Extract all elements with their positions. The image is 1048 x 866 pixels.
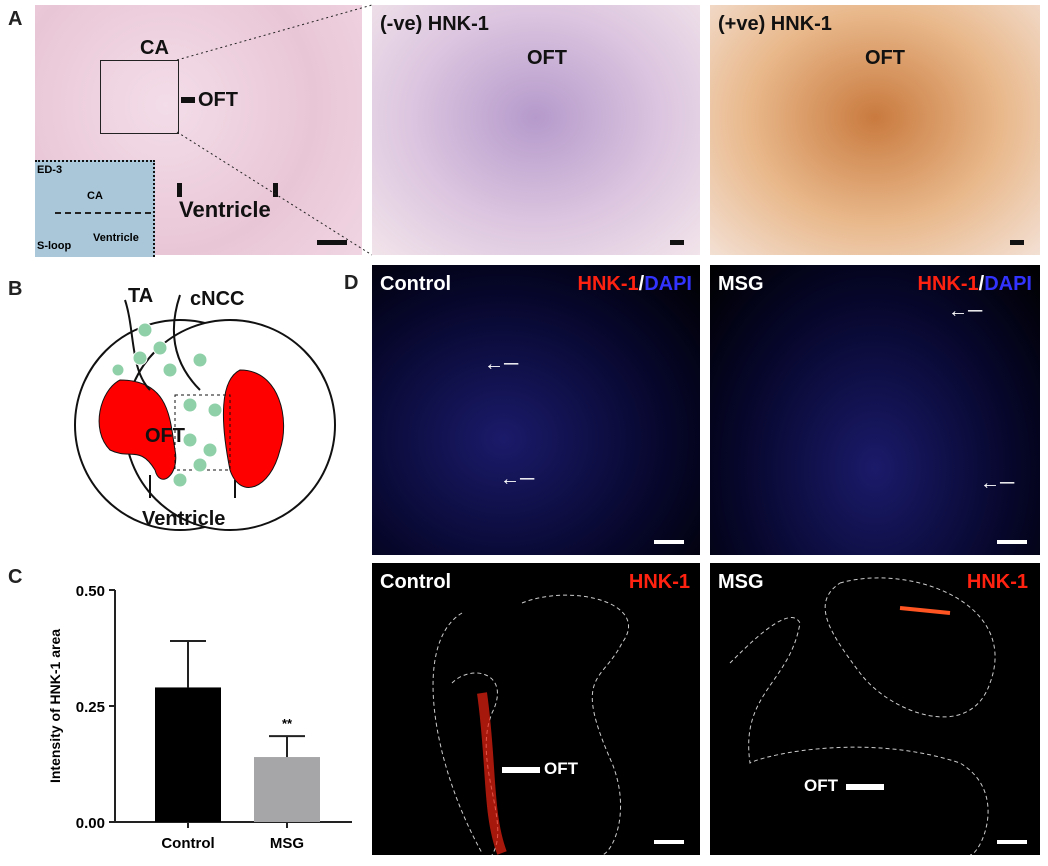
label-oft: OFT <box>198 89 238 111</box>
label-ventricle: Ventricle <box>142 508 226 530</box>
marker-hnk1: HNK-1 <box>966 571 1028 593</box>
title-negative: (-ve) HNK-1 <box>380 13 489 35</box>
y-tick-label: 0.50 <box>76 583 105 600</box>
label-oft: OFT <box>544 759 578 778</box>
control-hnk1-image: Control HNK-1 OFT <box>372 563 700 855</box>
msg-hnk1-dapi-image: MSG HNK-1/DAPI ←─ ←─ <box>710 265 1040 555</box>
panel-label-a: A <box>8 8 23 30</box>
positive-hnk1-image: (+ve) HNK-1 OFT <box>710 5 1040 255</box>
embryo-inset: ED-3 CA Ventricle S-loop <box>35 160 155 257</box>
y-tick-label: 0.25 <box>76 699 105 716</box>
group-label: Control <box>380 273 452 295</box>
arrow-icon: ←─ <box>980 472 1015 494</box>
inset-stage: ED-3 <box>37 164 63 176</box>
panel-label-b: B <box>8 278 23 300</box>
zoom-box <box>100 60 179 134</box>
marker-hnk1: HNK-1 <box>917 273 979 295</box>
arrow-icon: ←─ <box>948 300 983 322</box>
group-label: Control <box>380 571 452 593</box>
heart-schematic <box>74 294 336 531</box>
label-ventricle: Ventricle <box>179 197 271 222</box>
inset-ca: CA <box>87 190 103 202</box>
negative-control-image: (-ve) HNK-1 OFT <box>372 5 700 255</box>
title-positive: (+ve) HNK-1 <box>718 13 832 35</box>
panel-label-d: D <box>344 272 359 294</box>
label-oft: OFT <box>804 776 838 795</box>
significance-label: ** <box>282 716 293 731</box>
marker-hnk1: HNK-1 <box>628 571 690 593</box>
label-oft: OFT <box>527 47 567 69</box>
msg-hnk1-image: MSG HNK-1 OFT <box>710 563 1040 855</box>
y-tick-label: 0.00 <box>76 815 105 832</box>
marker-dapi: DAPI <box>644 273 692 295</box>
bar-msg <box>254 757 320 822</box>
separator: / <box>638 273 645 295</box>
he-section-image: CA OFT Ventricle ED-3 CA Ventricle S-loo… <box>35 5 362 257</box>
y-axis-label: Intensity of HNK-1 area <box>47 629 63 783</box>
label-ta: TA <box>128 285 154 307</box>
arrow-icon: ←─ <box>484 353 519 375</box>
marker-dapi: DAPI <box>984 273 1032 295</box>
label-oft: OFT <box>145 425 185 447</box>
bar-control <box>155 687 221 822</box>
x-tick-label: Control <box>161 835 214 852</box>
marker-hnk1: HNK-1 <box>577 273 639 295</box>
group-label: MSG <box>718 571 764 593</box>
label-cncc: cNCC <box>190 288 245 310</box>
group-label: MSG <box>718 273 764 295</box>
inset-ventricle: Ventricle <box>93 232 139 244</box>
separator: / <box>978 273 985 295</box>
inset-loop: S-loop <box>37 240 72 252</box>
arrow-icon: ←─ <box>500 468 535 490</box>
label-ca: CA <box>140 37 169 59</box>
x-tick-label: MSG <box>270 835 304 852</box>
control-hnk1-dapi-image: Control HNK-1/DAPI ←─ ←─ <box>372 265 700 555</box>
panel-label-c: C <box>8 566 23 588</box>
label-oft: OFT <box>865 47 905 69</box>
